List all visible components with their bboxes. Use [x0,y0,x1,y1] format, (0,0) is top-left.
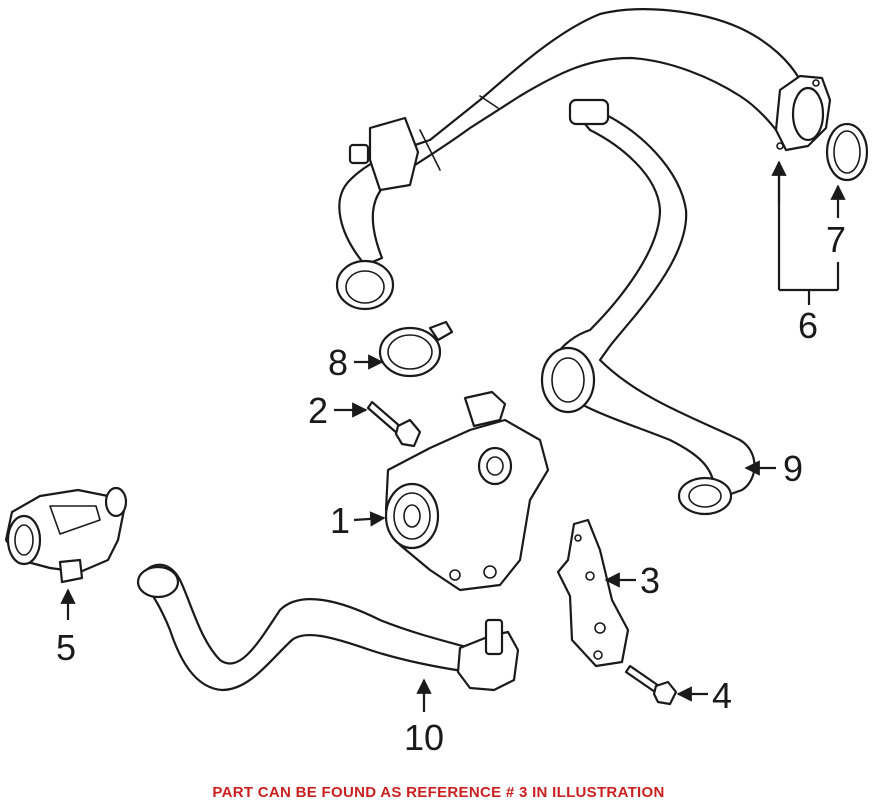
hose-clamp[interactable] [378,320,454,378]
leader-arrows [60,184,846,712]
callout-9: 9 [783,448,803,489]
radiator-hose[interactable] [540,98,756,516]
seal-ring[interactable] [825,122,869,182]
thermostat-housing[interactable] [4,486,128,584]
callout-10: 10 [404,717,444,758]
callout-3: 3 [640,560,660,601]
coolant-hose[interactable] [136,563,520,692]
bolt-upper[interactable] [366,400,422,448]
footer-note: PART CAN BE FOUND AS REFERENCE # 3 IN IL… [212,784,665,801]
callout-4: 4 [712,675,732,716]
callout-8: 8 [328,342,348,383]
callout-5: 5 [56,627,76,668]
callout-7: 7 [826,219,846,260]
water-pump[interactable] [384,390,550,592]
pump-bracket[interactable] [556,518,630,668]
upper-coolant-pipe[interactable] [335,8,832,311]
callout-6-bracket [771,160,840,305]
bolt-lower[interactable] [624,664,678,706]
callout-1: 1 [330,500,350,541]
callout-2: 2 [308,390,328,431]
callout-6: 6 [798,305,818,346]
